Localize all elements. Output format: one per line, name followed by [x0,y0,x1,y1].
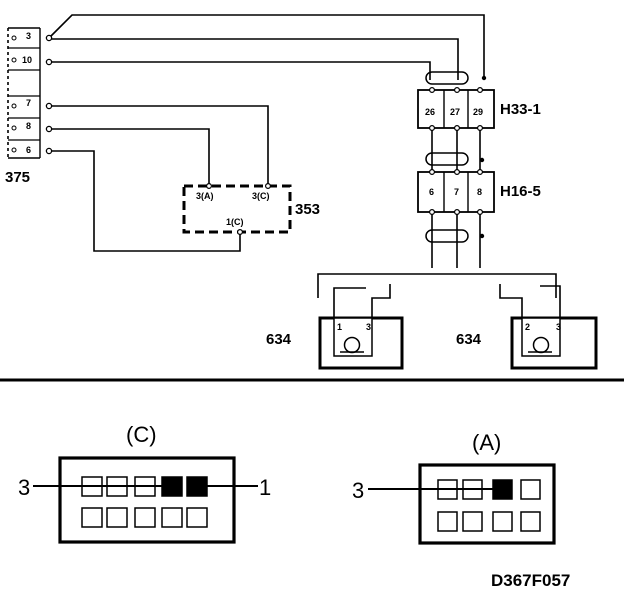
connector-353-label: 353 [295,201,320,218]
terminal-pin-6: 6 [26,145,31,155]
connector-353-pin-3a: 3(A) [196,191,214,201]
terminal-pin-10: 10 [22,55,32,65]
connector-c-title: (C) [126,422,157,447]
connector-a-title: (A) [472,430,501,455]
terminal-block-label: 375 [5,169,30,186]
sensor-left-label: 634 [266,331,292,348]
h33-pin-26: 26 [425,107,435,117]
h33-label: H33-1 [500,101,541,118]
terminal-block-375: 3 10 7 8 6 375 [5,27,53,186]
sensor-634-right: 2 3 634 [456,316,598,370]
terminal-pin-8: 8 [26,121,31,131]
connector-a-pin-3-callout: 3 [352,478,364,503]
connector-a-detail: (A) 3 [352,430,556,545]
h16-pin-8: 8 [477,187,482,197]
h33-pin-29: 29 [473,107,483,117]
twisted-pair-markers [425,71,487,243]
connector-353-pin-1c: 1(C) [226,217,244,227]
connector-c-pin-1-callout: 1 [259,475,271,500]
h16-label: H16-5 [500,183,541,200]
connector-h33-1: 26 27 29 H33-1 [417,86,541,131]
motor-icon [343,336,361,354]
sensor-634-left: 1 3 634 [266,316,404,370]
sensor-right-pin-2: 2 [525,322,530,332]
terminal-pin-3: 3 [26,31,31,41]
sensor-left-pin-1: 1 [337,322,342,332]
connector-353-pin-3c: 3(C) [252,191,270,201]
connector-c-pin-3-callout: 3 [18,475,30,500]
figure-code: D367F057 [491,571,570,590]
connector-c-detail: (C) 3 1 [18,422,271,544]
sensor-right-pin-3: 3 [556,322,561,332]
wiring [50,14,561,318]
h33-pin-27: 27 [450,107,460,117]
h16-pin-7: 7 [454,187,459,197]
sensor-right-label: 634 [456,331,482,348]
terminal-pin-7: 7 [26,98,31,108]
connector-h16-5: 6 7 8 H16-5 [417,169,541,216]
motor-icon [532,336,550,354]
connector-353: 3(A) 3(C) 1(C) 353 [182,183,320,236]
h16-pin-6: 6 [429,187,434,197]
sensor-left-pin-3: 3 [366,322,371,332]
